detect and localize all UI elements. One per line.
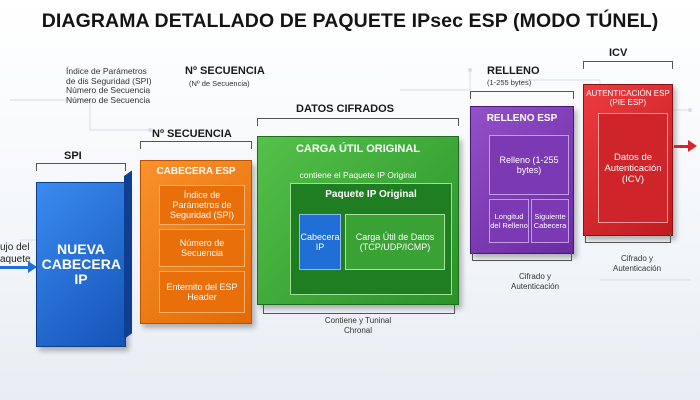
relleno-main-cell: Relleno (1-255 bytes) [489, 135, 569, 195]
relleno-esp-title: RELLENO ESP [486, 113, 558, 124]
carga-datos-cell: Carga Útil de Datos (TCP/UDP/ICMP) [345, 214, 445, 270]
flow-in-line: ujo del [0, 242, 30, 253]
nueva-cabecera-side [124, 170, 132, 339]
spi-note-line: Índice de Parámetros [66, 66, 147, 76]
relleno-bracket [470, 91, 574, 99]
spi-note-line: Número de Secuencia [66, 85, 151, 95]
nueva-cabecera-block: NUEVA CABECERA IP [36, 182, 126, 347]
seq-label: Nº SECUENCIA [152, 128, 232, 140]
longitud-relleno-cell: Longitud del Relleno [489, 199, 529, 243]
datos-cifrados-label: DATOS CIFRADOS [296, 103, 394, 115]
cifrado-bracket-1 [472, 252, 572, 261]
cifrado-caption-1: Cifrado y Autenticación [510, 272, 560, 291]
flow-out-arrow-shaft [674, 145, 690, 148]
page-title: DIAGRAMA DETALLADO DE PAQUETE IPsec ESP … [41, 10, 659, 32]
cifrado-caption-2: Cifrado y Autenticación [612, 254, 662, 273]
spi-bracket [36, 163, 126, 171]
contiene-bracket [263, 305, 455, 314]
flow-in-arrow-head [28, 261, 37, 273]
spi-note-line: de dis Seguridad (SPI) [66, 75, 152, 86]
carga-util-subtitle: contiene el Paquete IP Original [299, 170, 417, 180]
relleno-esp-block: RELLENO ESP Relleno (1-255 bytes) Longit… [470, 106, 574, 254]
seq-top-sublabel: (Nº de Secuencia) [189, 79, 250, 88]
cifrado-bracket-2 [585, 234, 671, 243]
spi-label: SPI [64, 150, 82, 162]
nueva-cabecera-text: NUEVA CABECERA IP [41, 241, 121, 287]
flow-in-arrow-shaft [0, 266, 30, 269]
flow-in-line: aquete [0, 254, 31, 265]
autenticacion-block: AUTENTICACIÓN ESP (PIE ESP) Datos de Aut… [583, 84, 673, 236]
carga-util-title: CARGA ÚTIL ORIGINAL [295, 143, 421, 155]
cabecera-esp-spi-cell: Índice de Parámetros de Seguridad (SPI) [159, 185, 245, 225]
seq-top-label: Nº SECUENCIA [185, 65, 265, 77]
paquete-ip-original-title: Paquete IP Original [325, 189, 417, 200]
cabecera-esp-enternito-cell: Enternito del ESP Header [159, 271, 245, 313]
cabecera-esp-block: CABECERA ESP Índice de Parámetros de Seg… [140, 160, 252, 324]
relleno-label: RELLENO [487, 65, 540, 77]
datos-autenticacion-cell: Datos de Autenticación (ICV) [598, 113, 668, 223]
siguiente-cabecera-cell: Siguiente Cabecera [531, 199, 569, 243]
icv-label: ICV [609, 47, 628, 59]
autenticacion-title: AUTENTICACIÓN ESP (PIE ESP) [586, 89, 670, 107]
spi-notes: Índice de Parámetros de dis Seguridad (S… [66, 66, 152, 105]
paquete-ip-original-box: Paquete IP Original Cabecera IP Carga Út… [290, 183, 452, 295]
carga-util-block: CARGA ÚTIL ORIGINAL contiene el Paquete … [257, 136, 459, 305]
contiene-caption: Contiene y Tuninal Chronal [324, 316, 392, 335]
flow-in-label: ujo del aquete [0, 242, 31, 266]
flow-out-arrow-head [688, 140, 697, 152]
icv-bracket [583, 61, 673, 69]
cabecera-ip-cell: Cabecera IP [299, 214, 341, 270]
cabecera-esp-title: CABECERA ESP [156, 166, 236, 177]
datos-cifrados-bracket [257, 118, 459, 126]
relleno-sublabel: (1-255 bytes) [487, 78, 532, 87]
spi-note-line: Número de Secuencia [66, 94, 151, 105]
cabecera-esp-seq-cell: Número de Secuencia [159, 229, 245, 267]
seq-bracket [140, 141, 252, 149]
